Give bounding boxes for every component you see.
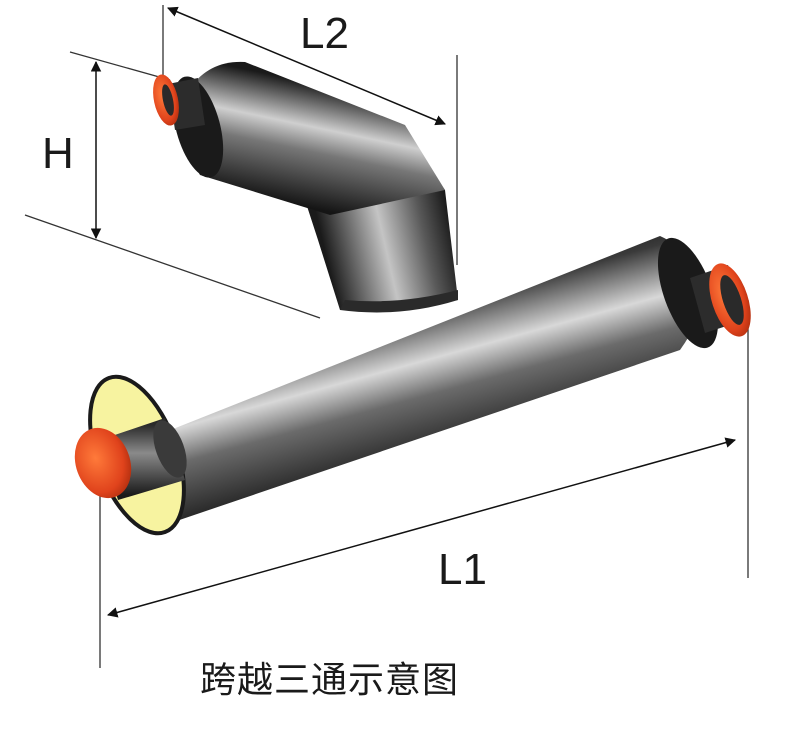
dimension-label-l2: L2 — [300, 9, 349, 58]
diagram-caption: 跨越三通示意图 — [200, 660, 459, 701]
l1-dimension-arrow — [106, 437, 737, 618]
dimension-label-h: H — [42, 129, 74, 178]
l2-dimension-arrow — [167, 6, 446, 126]
dimension-arrows — [90, 6, 737, 618]
dimension-label-l1: L1 — [438, 545, 487, 594]
branch-steel-pipe — [153, 74, 205, 130]
branch-pipe-arm — [172, 61, 445, 215]
extension-lines — [24, 5, 749, 668]
right-steel-pipe — [690, 263, 751, 337]
